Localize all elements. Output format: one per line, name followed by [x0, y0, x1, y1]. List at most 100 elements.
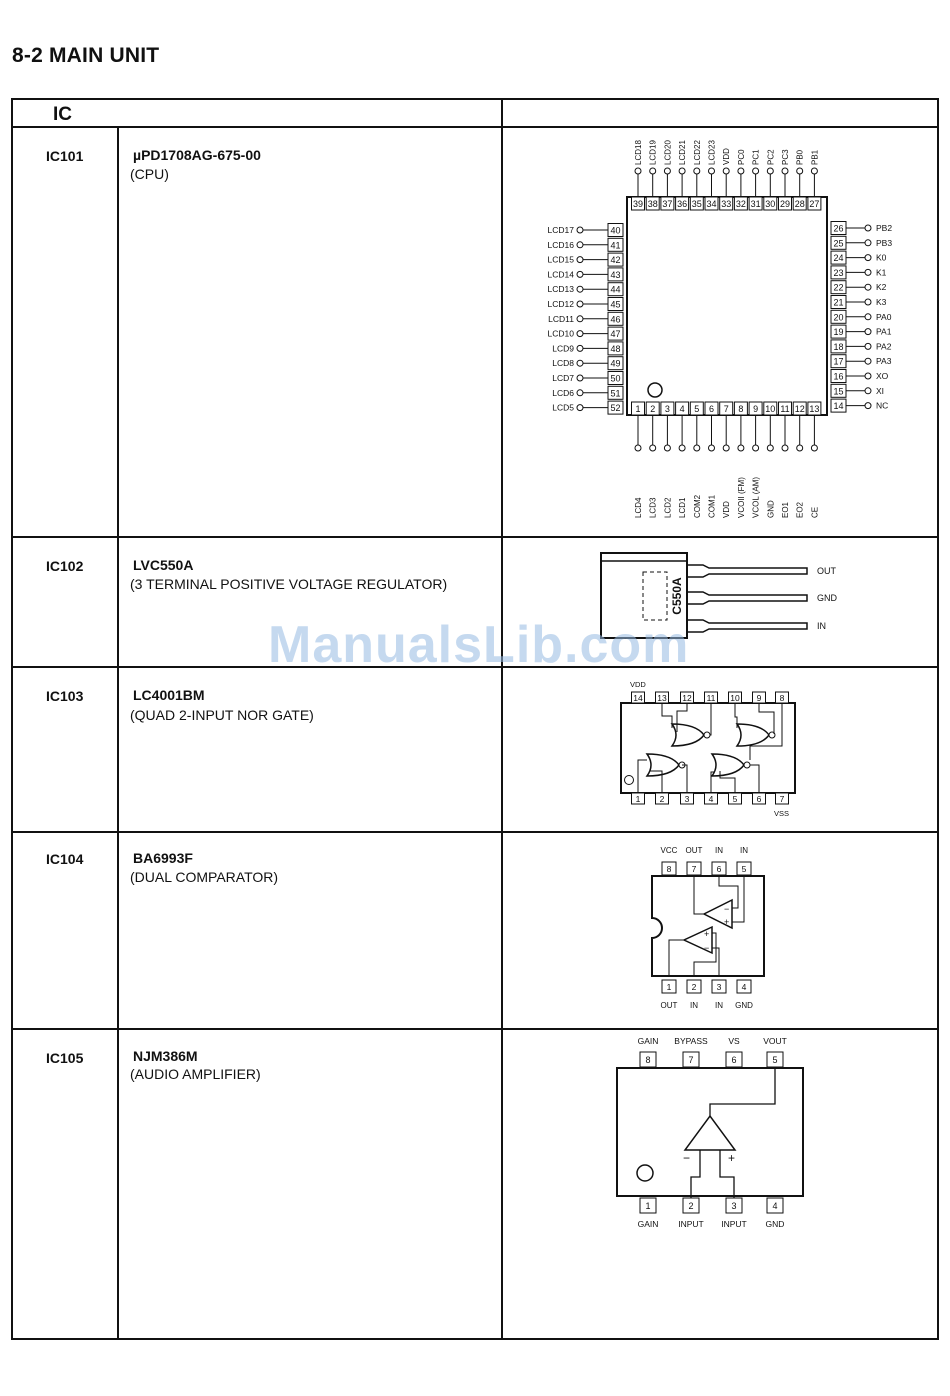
- pin-label: VS: [728, 1036, 740, 1046]
- pin-number: 21: [833, 298, 843, 308]
- pin-number: 13: [809, 404, 819, 414]
- pin-label: EO2: [796, 501, 805, 518]
- chip-body: [620, 702, 796, 794]
- pin-number: 24: [833, 253, 843, 263]
- pin-terminal: [576, 359, 584, 367]
- pin-label: CE: [810, 507, 819, 518]
- pin-terminal: [678, 167, 686, 175]
- pin-label: K2: [876, 282, 887, 292]
- pin-terminal: [678, 444, 686, 452]
- row-divider: [13, 1028, 937, 1030]
- pin-terminal: [576, 344, 584, 352]
- pin-terminal: [810, 167, 818, 175]
- chip-body: [651, 875, 765, 977]
- pin-label: INPUT: [721, 1219, 747, 1229]
- row-divider: [13, 831, 937, 833]
- ic-id: IC102: [46, 558, 84, 574]
- pin-label: GND: [766, 500, 775, 518]
- header-divider: [13, 126, 937, 128]
- pin-number: 37: [662, 199, 672, 209]
- pin-box: [682, 1051, 700, 1068]
- pin-box: [725, 1051, 743, 1068]
- pin-number: 11: [780, 404, 789, 414]
- minus-sign: −: [683, 1151, 690, 1165]
- pin-label: XO: [876, 371, 889, 381]
- pin-label: LCD14: [548, 269, 575, 279]
- pin-label: LCD23: [708, 140, 717, 165]
- pin-label: GAIN: [638, 1036, 659, 1046]
- pin1-marker: [636, 1164, 654, 1182]
- pin-label: XI: [876, 386, 884, 396]
- pin-number: 1: [636, 794, 641, 804]
- ic-part-number: BA6993F: [133, 850, 193, 866]
- ic-description: (QUAD 2-INPUT NOR GATE): [130, 707, 314, 723]
- pin-number: 2: [692, 982, 697, 992]
- pin-number: 30: [765, 199, 775, 209]
- pin-number: 2: [660, 794, 665, 804]
- pin-terminal: [864, 268, 872, 276]
- pin-label: PA2: [876, 341, 892, 351]
- pin-number: 8: [645, 1055, 650, 1065]
- pin-label: LCD5: [552, 403, 574, 413]
- pin-number: 2: [688, 1201, 693, 1211]
- pin-number: 23: [833, 268, 843, 278]
- chip-body: [626, 196, 828, 416]
- pin-terminal: [649, 167, 657, 175]
- pin-box: [639, 1197, 657, 1214]
- pin-label: LCD3: [649, 497, 658, 518]
- pin-label: GND: [735, 1001, 753, 1010]
- pin-label: LCD8: [552, 358, 574, 368]
- pin-number: 1: [645, 1201, 650, 1211]
- pin-number: 44: [610, 285, 620, 295]
- pin-terminal: [737, 444, 745, 452]
- pin-label: LCD9: [552, 343, 574, 353]
- nor-bubble: [703, 731, 711, 739]
- pin-label: PA1: [876, 327, 892, 337]
- pin-number: 31: [751, 199, 761, 209]
- pin-number: 36: [677, 199, 687, 209]
- pin-number: 40: [610, 226, 620, 236]
- pin-label: VCOL (AM): [752, 477, 761, 518]
- pin-number: 45: [610, 300, 620, 310]
- pin-label: COM2: [693, 494, 702, 518]
- pin-label: PC0: [737, 149, 746, 165]
- pin-terminal: [864, 357, 872, 365]
- pin-terminal: [864, 298, 872, 306]
- pin-number: 43: [610, 270, 620, 280]
- pin-terminal: [576, 300, 584, 308]
- pin-label: GND: [766, 1219, 785, 1229]
- pin-terminal: [766, 444, 774, 452]
- pin-number: 18: [833, 342, 843, 352]
- pin-box: [639, 1051, 657, 1068]
- pin-number: 8: [667, 864, 672, 874]
- pin-label: PB1: [810, 149, 819, 165]
- pin-terminal: [796, 444, 804, 452]
- pin-number: 9: [753, 404, 758, 414]
- pin-terminal: [864, 254, 872, 262]
- circuit-wire: [649, 769, 663, 793]
- pin-number: 7: [688, 1055, 693, 1065]
- pin-number: 9: [757, 693, 762, 703]
- pin-label: EO1: [781, 501, 790, 518]
- pin-number: 12: [795, 404, 805, 414]
- pin-number: 49: [610, 359, 620, 369]
- pin-label: VDD: [722, 501, 731, 518]
- circuit-wire: [690, 1150, 701, 1198]
- pin-terminal: [663, 167, 671, 175]
- regulator-lead: [687, 591, 808, 605]
- pin-number: 5: [694, 404, 699, 414]
- amplifier-symbol: [683, 1114, 737, 1151]
- pin-number: 3: [685, 794, 690, 804]
- pin-number: 7: [692, 864, 697, 874]
- pin-label: K1: [876, 267, 887, 277]
- pin-label: LCD2: [663, 497, 672, 518]
- circuit-wire: [682, 764, 688, 793]
- pin-number: 48: [610, 344, 620, 354]
- pin-label: LCD18: [634, 140, 643, 165]
- pin-label: OUT: [817, 566, 837, 576]
- pin-number: 29: [780, 199, 790, 209]
- pin-number: 10: [730, 693, 740, 703]
- pin-label: LCD10: [548, 329, 575, 339]
